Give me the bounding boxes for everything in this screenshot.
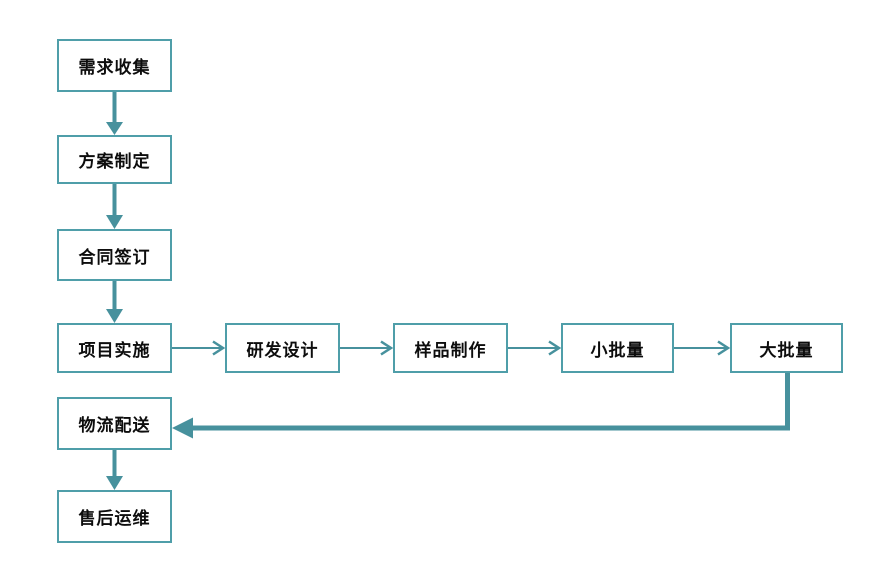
node-label: 方案制定	[78, 152, 151, 172]
node-plan-formulation[interactable]: 方案制定	[57, 135, 172, 184]
node-contract-signing[interactable]: 合同签订	[57, 229, 172, 281]
node-logistics-delivery[interactable]: 物流配送	[57, 397, 172, 450]
node-label: 大批量	[759, 340, 814, 361]
node-label: 项目实施	[78, 340, 151, 361]
node-label: 物流配送	[78, 416, 151, 436]
node-after-sales-maintenance[interactable]: 售后运维	[57, 490, 172, 543]
arrow-rddesign-to-sample	[340, 340, 394, 356]
arrow-sample-to-smallbatch	[508, 340, 562, 356]
node-label: 售后运维	[78, 509, 151, 529]
node-rd-design[interactable]: 研发设计	[225, 323, 340, 373]
arrow-requirements-to-plan	[106, 92, 123, 135]
node-label: 合同签订	[78, 247, 151, 268]
arrow-plan-to-contract	[106, 183, 123, 229]
arrow-smallbatch-to-largebatch	[674, 340, 731, 356]
node-requirements-collection[interactable]: 需求收集	[57, 39, 172, 92]
arrow-implementation-to-rddesign	[172, 340, 226, 356]
arrow-largebatch-to-logistics	[172, 373, 790, 439]
node-label: 研发设计	[246, 340, 319, 361]
arrow-contract-to-implementation	[106, 281, 123, 323]
node-project-implementation[interactable]: 项目实施	[57, 323, 172, 373]
node-sample-production[interactable]: 样品制作	[393, 323, 508, 373]
node-small-batch[interactable]: 小批量	[561, 323, 674, 373]
node-label: 小批量	[590, 340, 645, 361]
node-label: 样品制作	[414, 340, 487, 361]
node-label: 需求收集	[78, 58, 151, 78]
arrow-logistics-to-aftersales	[106, 450, 123, 490]
node-large-batch[interactable]: 大批量	[730, 323, 843, 373]
